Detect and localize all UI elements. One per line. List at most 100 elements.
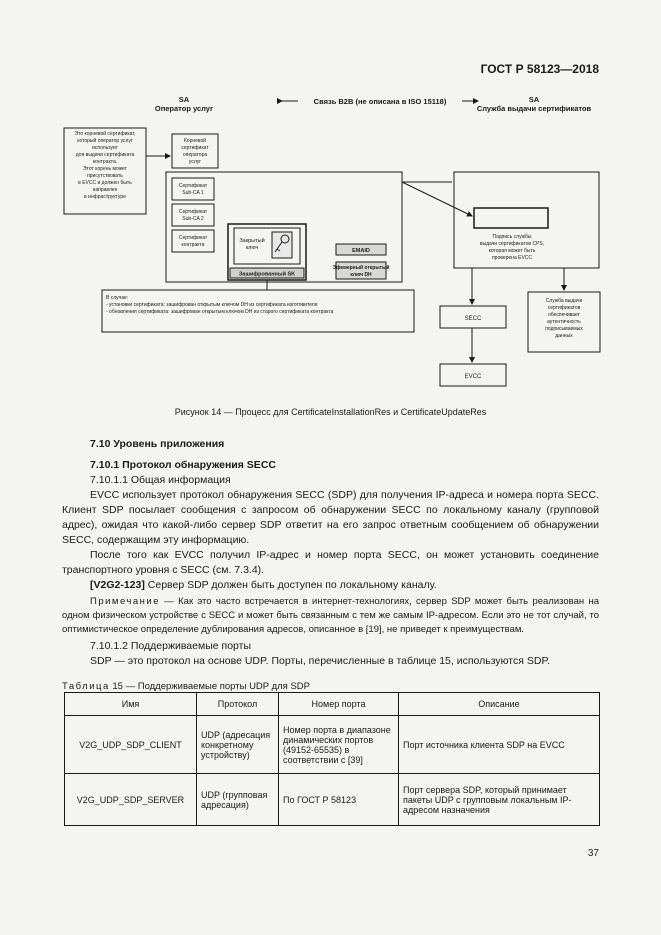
figure-caption: Рисунок 14 — Процесс для CertificateInst… <box>174 407 487 417</box>
document-id: ГОСТ Р 58123—2018 <box>480 62 599 76</box>
table-cell: По ГОСТ Р 58123 <box>278 773 399 826</box>
diagram-label: Это корневой сертификат, <box>75 130 136 137</box>
table-cell: V2G_UDP_SDP_CLIENT <box>64 715 197 774</box>
sa-operator-label: SA <box>179 95 190 104</box>
diagram-label: сертификат <box>181 145 209 151</box>
diagram-label: - установки сертификата: зашифрован откр… <box>106 302 318 308</box>
note-text: — Как это часто встречается в интернет-т… <box>62 596 599 635</box>
table-cell: Номер порта в диапазоне динамических пор… <box>278 715 399 774</box>
diagram-label: направлен <box>93 187 118 193</box>
note: Примечание — Как это часто встречается в… <box>62 595 599 637</box>
message-container <box>165 171 403 283</box>
heading-7-10-1-2: 7.10.1.2 Поддерживаемые порты <box>90 640 251 652</box>
diagram-label: - обновления сертификата: зашифрован отк… <box>106 309 334 315</box>
signature-box <box>453 171 600 269</box>
subca2-box <box>171 203 215 227</box>
diagram-label: SECC <box>465 316 482 322</box>
diagram-label: для выдачи сертификата <box>76 152 135 158</box>
diagram-label: обеспечивает <box>548 312 581 318</box>
diagram-label: в инфраструктуре <box>84 194 126 200</box>
page-number: 37 <box>587 848 599 859</box>
paragraph-1: EVCC использует протокол обнаружения SEC… <box>62 489 599 546</box>
diagram-label: присутствовать <box>87 173 123 179</box>
diagram-label: Этот корень может <box>83 166 128 172</box>
heading-7-10-1: 7.10.1 Протокол обнаружения SECC <box>90 459 276 471</box>
body-text: 7.10 Уровень приложения 7.10.1 Протокол … <box>62 437 599 694</box>
diagram-label: Sub-CA 2 <box>182 216 204 222</box>
diagram-label: услуг <box>189 159 201 165</box>
table-row: V2G_UDP_SDP_CLIENT UDP (адресация конкре… <box>64 715 600 774</box>
evcc-box <box>439 363 507 387</box>
figure-diagram: SA Оператор услуг Связь B2B (не описана … <box>60 92 605 402</box>
emaid-box <box>335 243 387 256</box>
table-header-row: Имя Протокол Номер порта Описание <box>64 692 600 716</box>
diagram-label: использует <box>92 145 118 151</box>
diagram-label: EMAID <box>352 248 370 254</box>
diagram-label: ключ <box>246 245 259 251</box>
diagram-label: в EVCC и должен быть <box>78 180 132 186</box>
table-row: V2G_UDP_SDP_SERVER UDP (групповая адреса… <box>64 773 600 826</box>
private-key-box <box>233 227 301 265</box>
paragraph-2: После того как EVCC получил IP-адрес и н… <box>62 549 599 576</box>
table-cell: UDP (групповая адресация) <box>196 773 279 826</box>
table-header: Имя <box>64 692 197 716</box>
contract-cert-box <box>171 229 215 253</box>
table-header: Номер порта <box>278 692 399 716</box>
table-title: 15 — Поддерживаемые порты UDP для SDP <box>109 681 310 692</box>
diagram-label: данных <box>555 333 573 339</box>
diagram-label: Зашифрованный SK <box>239 271 295 278</box>
requirement: [V2G2-123] Сервер SDP должен быть доступ… <box>62 578 599 593</box>
diagram-label: контракта. <box>93 159 117 165</box>
ports-table: Имя Протокол Номер порта Описание V2G_UD… <box>64 692 600 826</box>
root-note-box <box>63 127 147 215</box>
diagram-label: подписываемых <box>545 326 583 332</box>
diagram-label: контракта <box>182 242 205 248</box>
diagram-label: Эфемерный открытый <box>333 264 390 271</box>
diagram-label: Корневой <box>184 137 206 144</box>
diagram-label: Сертификат <box>179 183 208 189</box>
diagram-label: Сертификат <box>179 235 208 241</box>
diagram-label: которая может быть <box>489 248 536 254</box>
table-header: Описание <box>398 692 600 716</box>
root-cert-box <box>171 133 219 169</box>
diagram-label: выдачи сертификатов CPS, <box>480 241 544 247</box>
table-cell: V2G_UDP_SDP_SERVER <box>64 773 197 826</box>
secc-box <box>439 305 507 329</box>
diagram-label: Закрытый <box>239 237 264 244</box>
service-label: Служба выдачи сертификатов <box>477 104 592 113</box>
diagram-label: В случае: <box>106 295 128 301</box>
table-caption: Таблица 15 — Поддерживаемые порты UDP дл… <box>62 679 599 694</box>
diagram-label: Служба выдачи <box>546 298 583 304</box>
table-header: Протокол <box>196 692 279 716</box>
paragraph-3: SDP — это протокол на основе UDP. Порты,… <box>90 655 551 667</box>
diagram-label: Подпись службы <box>492 234 531 240</box>
requirement-text: Сервер SDP должен быть доступен по локал… <box>144 579 437 591</box>
process-diagram: SA Оператор услуг Связь B2B (не описана … <box>63 95 601 387</box>
diagram-label: сертификатов <box>548 305 581 311</box>
sa-service-label: SA <box>529 95 540 104</box>
service-note-box <box>527 291 601 353</box>
key-icon <box>271 231 293 259</box>
case-note-box <box>101 289 415 333</box>
table-cell: Порт источника клиента SDP на EVCC <box>398 715 600 774</box>
note-label: Примечание <box>90 596 160 607</box>
diagram-label: оператора <box>183 152 208 158</box>
table-cell: Порт сервера SDP, который принимает паке… <box>398 773 600 826</box>
diagram-label: ключ DH <box>350 272 372 278</box>
heading-7-10: 7.10 Уровень приложения <box>90 438 225 450</box>
operator-label: Оператор услуг <box>155 104 213 113</box>
diagram-label: Сертификат <box>179 209 208 215</box>
ephemeral-box <box>335 261 387 280</box>
table-cell: UDP (адресация конкретному устройству) <box>196 715 279 774</box>
signature-inner-box <box>473 207 549 229</box>
diagram-label: который оператор услуг <box>77 137 133 144</box>
table-label: Таблица <box>62 681 110 692</box>
encrypted-sk-label-box <box>229 267 305 279</box>
requirement-id: [V2G2-123] <box>90 579 145 591</box>
subca1-box <box>171 177 215 201</box>
diagram-label: аутентичность <box>547 319 581 325</box>
b2b-label: Связь B2B (не описана в ISO 15118) <box>314 97 447 106</box>
root-note-text: Это корневой сертификат, который операто… <box>75 130 136 200</box>
diagram-label: EVCC <box>465 374 482 380</box>
diagram-label: Sub-CA 1 <box>182 190 204 196</box>
